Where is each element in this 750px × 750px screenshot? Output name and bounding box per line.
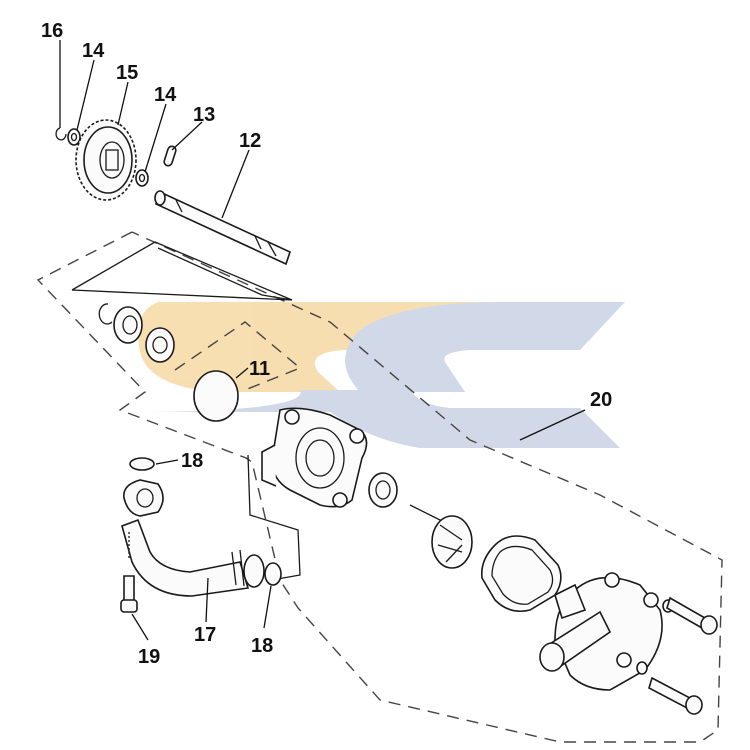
cover-bolt-lower [636,661,703,715]
circlip-16 [55,127,67,141]
cover-bolt-upper [662,596,718,635]
washer-14-top [67,128,81,146]
callout-15: 15 [116,62,138,84]
pump-cover [539,572,663,691]
impeller [409,504,473,569]
washer-14-lower [135,169,149,187]
callout-13: 13 [193,104,215,126]
callout-16: 16 [41,20,63,42]
oil-seal [145,327,175,363]
callout-14-lower: 14 [154,84,177,106]
bearing [113,306,143,344]
o-ring-18-lower [264,562,282,586]
bolt-19 [120,532,138,613]
sc-watermark-logo [138,302,625,448]
outer-dashed-boundary [36,231,723,743]
callout-leaders [59,40,586,641]
callout-11: 11 [249,358,270,380]
callout-14-top: 14 [82,40,105,62]
watermark-blue-lower-shape [150,390,620,448]
mechanical-seal [368,472,398,508]
gear-15 [75,119,137,201]
shaft-12 [154,190,291,266]
callout-labels: 16 14 15 14 13 12 11 20 18 17 18 19 [41,20,612,668]
callout-18-upper: 18 [181,450,203,472]
inner-dashed-boundary [174,321,302,391]
callout-20: 20 [590,389,612,411]
pin-13 [163,145,177,167]
assembly-dashed-outlines [36,231,723,743]
pump-body-housing [261,407,368,508]
washer-14-top-hole [70,132,78,142]
callout-17: 17 [194,624,216,646]
circlip-inner [98,303,113,325]
washer-14-lower-hole [138,173,146,183]
pipe-bracket-line [247,454,301,581]
shaft-box-bottom [71,289,293,301]
o-ring-18-upper [129,457,155,471]
callout-19: 19 [138,646,160,668]
callout-18-lower: 18 [251,635,273,657]
o-ring-11 [193,370,239,422]
pipe-17 [121,479,265,597]
watermark-blue-shape [345,302,625,392]
callout-12: 12 [239,130,261,152]
